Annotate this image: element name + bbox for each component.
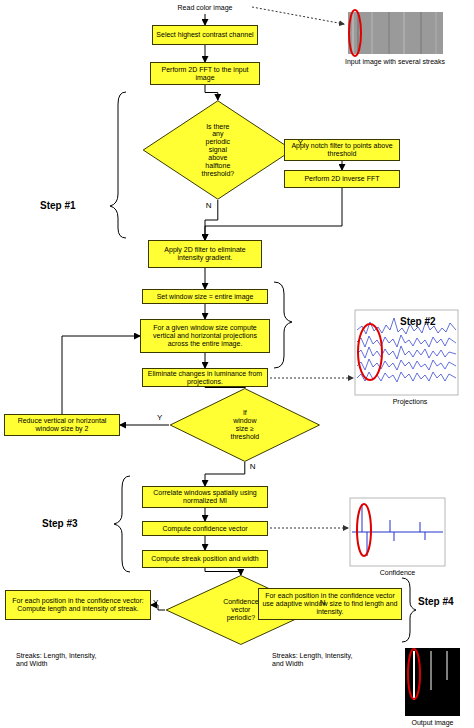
process-box: Select highest contrast channel [152, 25, 258, 45]
node-text: Correlate windows spatially using normal… [146, 489, 264, 505]
highlight-oval [358, 324, 382, 380]
flow-arrow [205, 200, 218, 240]
node-text: For a given window size compute vertical… [144, 324, 266, 347]
process-box: Perform 2D inverse FFT [284, 170, 400, 188]
flow-arrow [205, 304, 206, 319]
step-label: Step #2 [400, 316, 460, 327]
process-box: Correlate windows spatially using normal… [142, 486, 268, 508]
node-text: Is there any periodic signal above halft… [201, 123, 234, 178]
node-text: Perform 2D inverse FFT [304, 175, 379, 183]
branch-label: Y [157, 413, 162, 422]
node-text: Apply 2D filter to eliminate intensity g… [152, 246, 258, 262]
process-box: Eliminate changes in luminance from proj… [142, 368, 268, 387]
node-text: Perform 2D FFT to the input image [154, 66, 256, 82]
input-streaks [353, 12, 436, 54]
process-box: For each position in the confidence vect… [258, 588, 402, 620]
branch-label: Y [153, 598, 158, 607]
node-text: Eliminate changes in luminance from proj… [146, 370, 264, 386]
process-box: For each position in the confidence vect… [5, 590, 151, 620]
figure-caption: Output image [395, 719, 470, 727]
flow-arrow [205, 45, 206, 62]
step-label: Step #4 [418, 596, 474, 607]
decision-diamond: Is there any periodic signal above halft… [142, 100, 294, 200]
flow-arrow [205, 188, 342, 240]
flow-arrow [342, 161, 343, 170]
flow-arrow [205, 85, 218, 100]
flow-arrow [120, 425, 169, 426]
process-box: Set window size = entire image [142, 289, 268, 304]
process-box: Compute streak position and width [142, 550, 268, 568]
dotted-leader [266, 528, 348, 529]
decision-diamond: If window size ≥ threshold [169, 388, 321, 462]
process-box: For a given window size compute vertical… [140, 319, 270, 353]
process-box: Perform 2D FFT to the input image [150, 62, 260, 85]
highlight-oval [408, 649, 420, 699]
flow-arrow [62, 336, 140, 414]
diamond-shape [143, 101, 292, 199]
flow-arrow [205, 353, 206, 368]
figure-caption: Streaks: Length, Intensity, and Width [272, 652, 354, 668]
node-text: Apply notch filter to points above thres… [288, 142, 396, 158]
flow-arrow [205, 462, 245, 486]
flow-arrow [205, 568, 241, 575]
flow-arrow [205, 387, 245, 388]
step-brace [110, 92, 416, 642]
projection-traces [357, 318, 456, 382]
process-box: Apply 2D filter to eliminate intensity g… [148, 240, 262, 268]
step-label: Step #1 [40, 200, 106, 211]
node-text: Set window size = entire image [157, 293, 254, 301]
node-text: Compute confidence vector [162, 525, 247, 533]
input-image [348, 12, 443, 54]
diamond-shape [170, 389, 319, 462]
node-text: Compute streak position and width [151, 555, 258, 563]
figure-caption: Streaks: Length, Intensity, and Width [16, 652, 98, 668]
figure-caption: Confidence [355, 569, 440, 577]
output-image [405, 648, 460, 716]
confidence-trace [352, 504, 443, 556]
node-text: Read color image [178, 4, 233, 12]
step-label: Step #3 [42, 518, 108, 529]
highlight-oval [357, 504, 371, 556]
process-box: Apply notch filter to points above thres… [284, 139, 400, 161]
node-text: For each position in the confidence vect… [9, 597, 147, 613]
node-text: Select highest contrast channel [156, 31, 253, 39]
confidence-plot [350, 498, 445, 566]
branch-label: N [206, 201, 212, 210]
highlight-oval [349, 10, 361, 56]
process-box: Compute confidence vector [142, 521, 268, 536]
figure-caption: Projections [370, 398, 450, 406]
flow-arrow [205, 14, 206, 25]
node-text: Reduce vertical or horizontal window siz… [8, 417, 116, 433]
process-box: Reduce vertical or horizontal window siz… [4, 414, 120, 436]
flow-arrow [205, 508, 206, 521]
dotted-leader [266, 378, 353, 379]
node-text: If window size ≥ threshold [230, 409, 259, 440]
flow-arrow [205, 268, 206, 289]
node-text: Confidence vector periodic? [223, 598, 258, 621]
dotted-leader [252, 7, 344, 24]
branch-label: N [250, 462, 256, 471]
figure-caption: Input image with several streaks [345, 58, 445, 66]
start-text: Read color image [160, 1, 250, 14]
flow-arrow [205, 536, 206, 550]
node-text: For each position in the confidence vect… [262, 592, 398, 615]
